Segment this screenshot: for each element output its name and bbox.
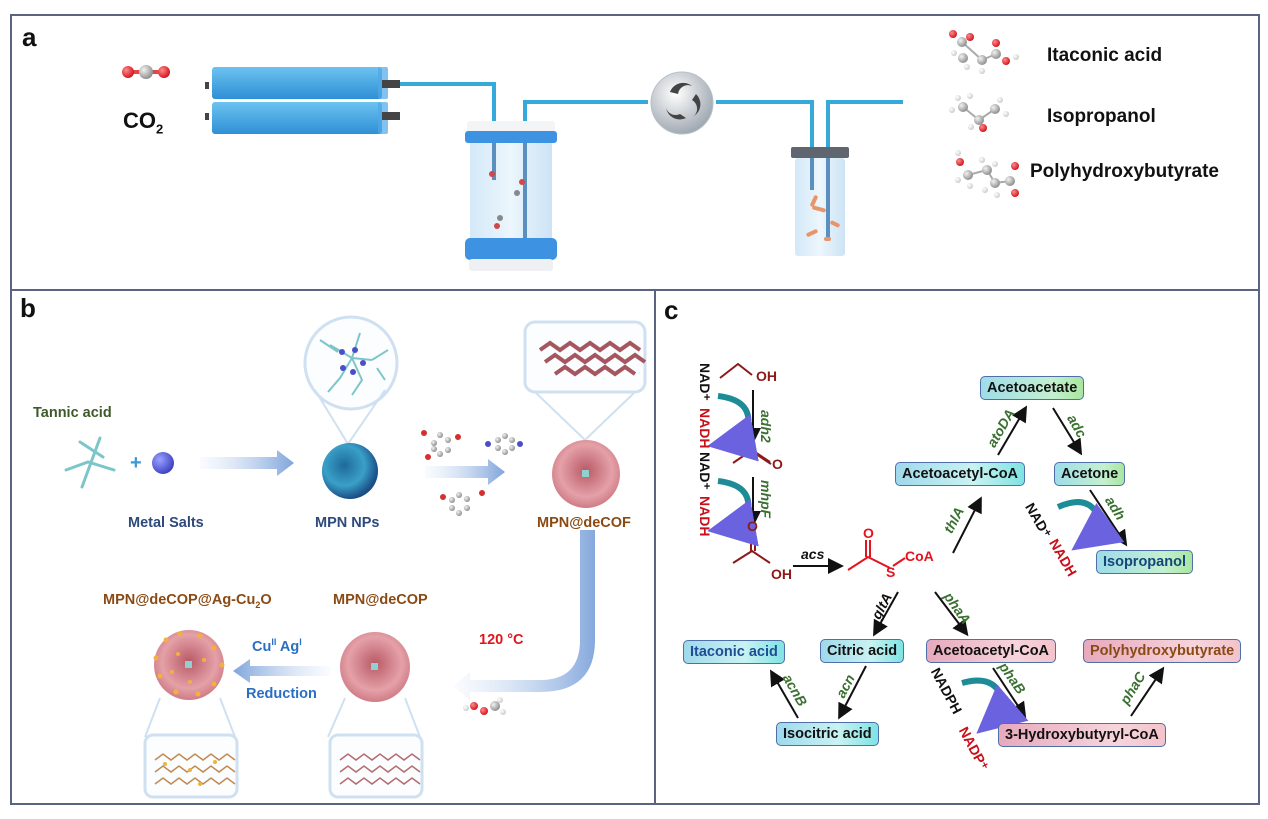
water-molecule-icon xyxy=(463,697,506,715)
gas-pipe xyxy=(400,82,903,147)
metabolite-acetoacetate: Acetoacetate xyxy=(980,376,1085,400)
itaconic-acid-molecule-icon xyxy=(949,30,1019,74)
panel-divider-horizontal xyxy=(10,289,1260,291)
cofactor-arrow-icon xyxy=(976,684,1029,734)
metabolite-acetoacetyl-coa-top: Acetoacetyl-CoA xyxy=(895,462,1026,486)
panel-c-label: c xyxy=(664,295,679,325)
mpn-decop-label: MPN@deCOP xyxy=(333,592,428,608)
acetyl-coa-o: O xyxy=(863,525,874,541)
metabolite-itaconic-acid: Itaconic acid xyxy=(683,640,785,664)
temperature-label: 120 °C xyxy=(479,632,524,648)
mpn-nps-label: MPN NPs xyxy=(315,515,380,531)
cofactor-arrow-icon xyxy=(961,677,1003,695)
arrow-icon xyxy=(233,659,330,683)
arrow-adc xyxy=(1052,407,1083,456)
arrow-phaC xyxy=(1130,666,1165,717)
cofactor-arrow-icon xyxy=(1056,499,1099,514)
co2-label: CO2 xyxy=(123,108,164,137)
plus-sign: + xyxy=(130,452,142,474)
gas-cylinder-icon xyxy=(205,67,400,134)
mpn-nanoparticle-icon xyxy=(322,443,378,499)
tannic-acid-label: Tannic acid xyxy=(33,405,112,421)
cofactor-arrow-icon xyxy=(1071,503,1125,551)
mpn-decof-label: MPN@deCOF xyxy=(537,515,631,531)
curved-arrow-icon xyxy=(453,530,595,700)
metabolite-3-hydroxybutyryl-coa: 3-Hydroxybutyryl-CoA xyxy=(998,723,1166,747)
enzyme-acs: acs xyxy=(801,546,825,562)
ethanol-oh: OH xyxy=(756,368,777,384)
metabolite-citric-acid: Citric acid xyxy=(820,639,905,663)
arrow-acn xyxy=(838,665,867,720)
metabolite-polyhydroxybutyrate: Polyhydroxybutyrate xyxy=(1083,639,1242,663)
arrow-gltA xyxy=(873,591,899,637)
acetyl-coa-structure xyxy=(847,540,906,571)
core-icon xyxy=(582,470,589,477)
cu-ag-label: CuII AgI xyxy=(252,637,302,655)
panel-b-label: b xyxy=(20,293,36,323)
arrow-atoDA xyxy=(997,405,1028,456)
product-label-polyhydroxybutyrate: Polyhydroxybutyrate xyxy=(1030,161,1219,182)
metabolite-isopropanol: Isopropanol xyxy=(1096,550,1193,574)
acetate-oh: OH xyxy=(771,566,792,582)
polyhydroxybutyrate-molecule-icon xyxy=(955,150,1019,198)
enzyme-adh2: adh2 xyxy=(758,410,774,443)
metabolite-isocitric-acid: Isocitric acid xyxy=(776,722,879,746)
cof-layer-zoom-icon xyxy=(523,320,647,442)
co2-molecule-icon xyxy=(122,65,170,79)
cofactor-arrow-icon xyxy=(707,499,759,547)
metabolite-acetoacetyl-coa-bottom: Acetoacetyl-CoA xyxy=(926,639,1057,663)
reduction-label: Reduction xyxy=(246,686,317,702)
tannic-acid-icon xyxy=(64,436,116,489)
isopropanol-molecule-icon xyxy=(949,93,1009,132)
arrow-phaA xyxy=(934,591,969,637)
cofactor-arrow-icon xyxy=(717,393,752,427)
pump-icon xyxy=(650,71,714,135)
bioreactor-vessel-icon xyxy=(465,121,557,271)
mpn-decop-ag-cu2o-label: MPN@deCOP@Ag-Cu2O xyxy=(103,592,272,610)
product-label-itaconic-acid: Itaconic acid xyxy=(1047,45,1163,66)
figure-frame xyxy=(10,14,1260,805)
acetaldehyde-structure xyxy=(732,448,772,465)
ag-cu2o-zoom-icon xyxy=(143,697,239,799)
metal-salt-sphere-icon xyxy=(152,452,174,474)
acetaldehyde-o: O xyxy=(772,456,783,472)
core-icon xyxy=(185,661,192,668)
core-icon xyxy=(371,663,378,670)
arrow-acnB xyxy=(769,669,799,719)
product-label-isopropanol: Isopropanol xyxy=(1047,106,1156,127)
metal-salts-label: Metal Salts xyxy=(128,515,204,531)
acetic-acid-structure xyxy=(732,533,771,564)
panel-divider-vertical xyxy=(654,290,656,805)
monomer-molecules-icon xyxy=(421,430,523,516)
cofactor-nad-plus-1: NAD⁺ xyxy=(697,363,713,401)
acetyl-coa-coa: CoA xyxy=(905,548,934,564)
cofactor-nadh-1: NADH xyxy=(697,408,713,449)
enzyme-mhpF: mhpF xyxy=(758,480,774,519)
acetate-o: O xyxy=(747,518,758,534)
metabolite-acetone: Acetone xyxy=(1054,462,1126,486)
cofactor-arrow-icon xyxy=(707,414,759,462)
panel-a-label: a xyxy=(22,22,37,52)
arrow-icon xyxy=(200,450,294,476)
cofactor-arrow-icon xyxy=(717,478,752,512)
ethanol-structure xyxy=(719,362,753,379)
arrow-thlA xyxy=(952,496,982,554)
ag-cu2o-nanoparticles-icon xyxy=(153,631,225,697)
collection-bottle-icon xyxy=(791,147,849,256)
cofactor-nadh-2: NADH xyxy=(697,496,713,537)
acetyl-coa-s: S xyxy=(886,564,896,580)
decop-zoom-icon xyxy=(327,697,424,799)
arrow-icon xyxy=(425,459,505,485)
cofactor-nad-plus-2: NAD⁺ xyxy=(697,452,713,490)
